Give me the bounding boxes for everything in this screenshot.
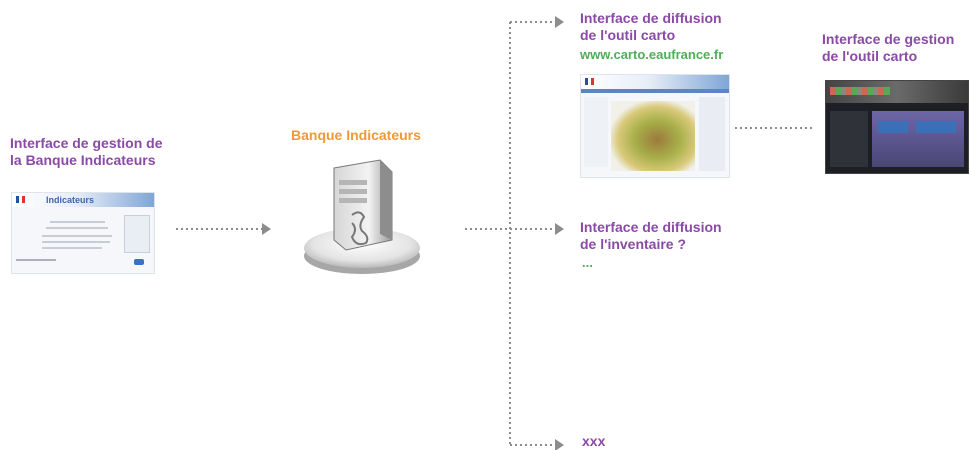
- carto-url: www.carto.eaufrance.fr: [580, 47, 724, 62]
- arrowhead-to-carto: [555, 16, 564, 28]
- left-title-line2: la Banque Indicateurs: [10, 152, 156, 168]
- arrowhead-to-xxx: [555, 439, 564, 450]
- dark-block: [916, 121, 956, 133]
- carto-management-screenshot: [825, 80, 969, 174]
- thumbnail-text-line: [42, 241, 110, 243]
- thumbnail-nav-bar: [581, 89, 729, 93]
- flag-icon: [16, 196, 25, 203]
- carto-diffusion-title: Interface de diffusion de l'outil carto: [580, 10, 722, 44]
- thumbnail-title: Indicateurs: [46, 195, 95, 205]
- inventory-ellipsis: ...: [582, 255, 593, 270]
- thumbnail-header-bar: [12, 193, 154, 207]
- arrowhead-to-inventory: [555, 223, 564, 235]
- thumbnail-logo: [134, 259, 144, 265]
- carto-diffusion-title-line1: Interface de diffusion: [580, 10, 722, 26]
- xxx-label: xxx: [582, 433, 606, 449]
- thumbnail-text-line: [42, 235, 112, 237]
- inventory-diffusion-title: Interface de diffusion de l'inventaire ?: [580, 219, 722, 253]
- thumbnail-login-box: [124, 215, 150, 253]
- thumbnail-footer-line: [16, 259, 56, 261]
- thumbnail-sidebar: [584, 97, 608, 167]
- dark-panel: [872, 111, 964, 167]
- bank-title: Banque Indicateurs: [291, 127, 421, 143]
- thumbnail-header-bar: [581, 75, 729, 89]
- inventory-diffusion-title-line1: Interface de diffusion: [580, 219, 722, 235]
- dark-toolbar-buttons: [830, 87, 890, 95]
- carto-management-title-line2: de l'outil carto: [822, 48, 918, 64]
- left-title: Interface de gestion de la Banque Indica…: [10, 135, 162, 169]
- flag-icon: [585, 78, 594, 85]
- thumbnail-text-line: [42, 247, 102, 249]
- thumbnail-text-line: [46, 227, 108, 229]
- thumbnail-right-panel: [699, 97, 725, 171]
- carto-management-title-line1: Interface de gestion: [822, 31, 955, 47]
- arrowhead-to-bank: [262, 223, 271, 235]
- dark-list: [830, 111, 868, 167]
- carto-management-title: Interface de gestion de l'outil carto: [822, 31, 954, 65]
- indicateurs-screenshot: Indicateurs: [11, 192, 155, 274]
- left-title-line1: Interface de gestion de: [10, 135, 163, 151]
- carto-diffusion-title-line2: de l'outil carto: [580, 27, 676, 43]
- thumbnail-text-line: [50, 221, 105, 223]
- carto-screenshot: [580, 74, 730, 178]
- inventory-diffusion-title-line2: de l'inventaire ?: [580, 236, 687, 252]
- france-map: [611, 101, 695, 171]
- dark-block: [878, 121, 908, 133]
- dark-toolbar: [826, 81, 968, 103]
